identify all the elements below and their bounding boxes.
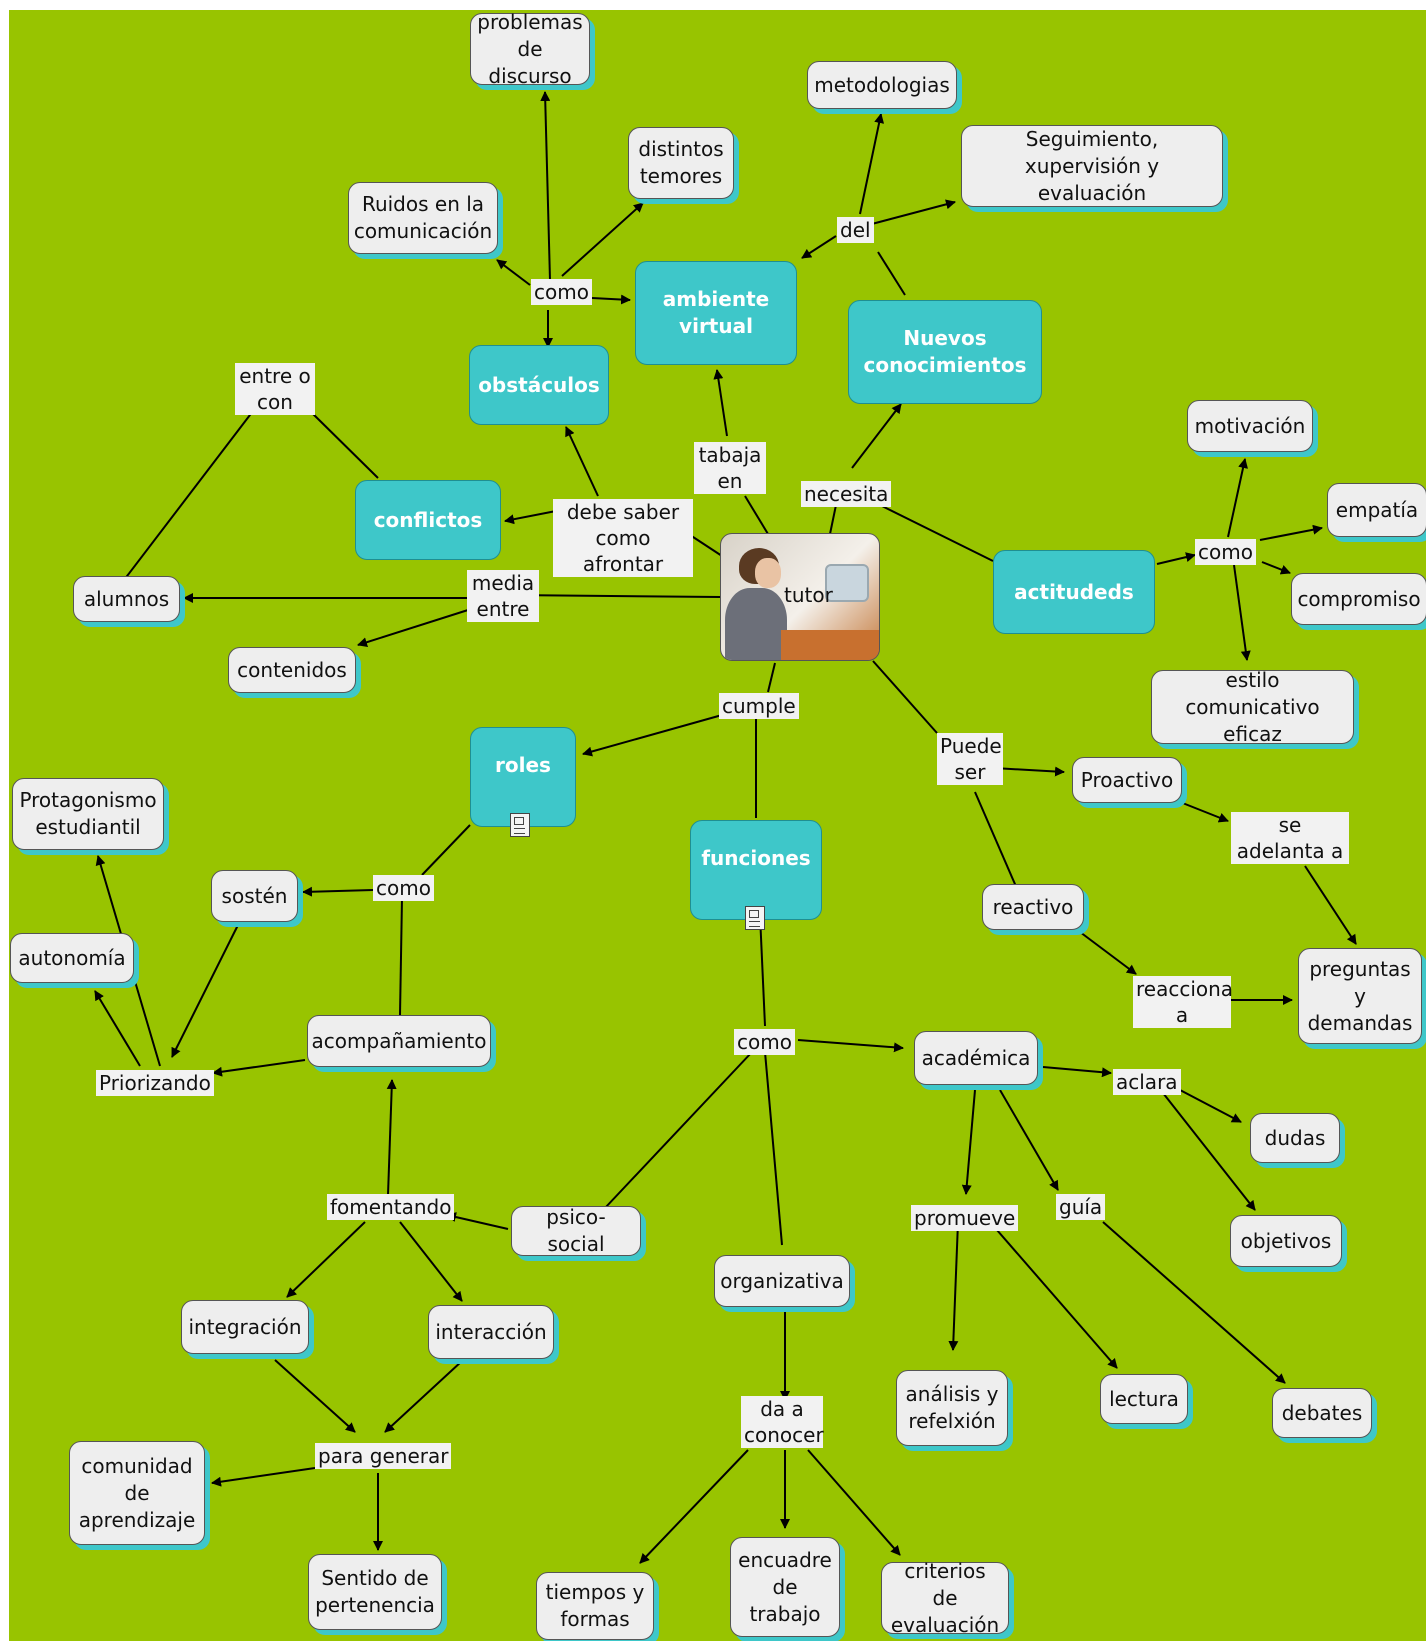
- link-debe-saber-como-afrontar: debe saber como afrontar: [553, 499, 693, 577]
- concept-roles[interactable]: roles: [470, 727, 576, 827]
- concept-funciones[interactable]: funciones: [690, 820, 822, 920]
- link-reacciona-a: reacciona a: [1133, 976, 1233, 1028]
- link-como-roles: como: [373, 875, 434, 901]
- concept-distintos-temores[interactable]: distintos temores: [628, 127, 734, 199]
- link-priorizando: Priorizando: [96, 1070, 214, 1096]
- tutor-label: tutor: [784, 583, 833, 607]
- link-media-entre: media entre: [467, 570, 539, 622]
- concept-interaccion[interactable]: interacción: [428, 1305, 554, 1359]
- concept-objetivos[interactable]: objetivos: [1230, 1215, 1342, 1267]
- concept-nuevos-conocimientos[interactable]: Nuevos conocimientos: [848, 300, 1042, 404]
- tutor-photo: [720, 533, 880, 661]
- concept-metodologias[interactable]: metodologias: [807, 61, 957, 109]
- link-como-top: como: [531, 279, 592, 305]
- concept-criterios-de-evaluacion[interactable]: criterios de evaluación: [881, 1559, 1009, 1637]
- concept-preguntas-y-demandas[interactable]: preguntas y demandas: [1298, 948, 1422, 1044]
- concept-reactivo[interactable]: reactivo: [982, 884, 1084, 930]
- concept-actitudeds[interactable]: actitudeds: [993, 550, 1155, 634]
- concept-lectura[interactable]: lectura: [1100, 1374, 1188, 1424]
- concept-tiempos-y-formas[interactable]: tiempos y formas: [536, 1572, 654, 1640]
- concept-protagonismo-estudiantil[interactable]: Protagonismo estudiantil: [12, 778, 164, 850]
- document-icon-roles[interactable]: [510, 813, 530, 837]
- link-aclara: aclara: [1113, 1069, 1181, 1095]
- concept-contenidos[interactable]: contenidos: [228, 647, 356, 693]
- document-icon-funciones[interactable]: [745, 906, 765, 930]
- concept-acompanamiento[interactable]: acompañamiento: [307, 1015, 491, 1067]
- concept-debates[interactable]: debates: [1272, 1388, 1372, 1438]
- concept-empatia[interactable]: empatía: [1327, 483, 1426, 537]
- link-como-funciones: como: [734, 1029, 795, 1055]
- concept-conflictos[interactable]: conflictos: [355, 480, 501, 560]
- link-necesita: necesita: [801, 481, 892, 507]
- link-fomentando: fomentando: [327, 1194, 455, 1220]
- link-guia: guía: [1056, 1194, 1106, 1220]
- link-tabaja-en: tabaja en: [694, 442, 766, 494]
- concept-academica[interactable]: académica: [914, 1031, 1038, 1085]
- concept-alumnos[interactable]: alumnos: [73, 576, 180, 622]
- concept-autonomia[interactable]: autonomía: [10, 933, 134, 983]
- concept-comunidad-de-aprendizaje[interactable]: comunidad de aprendizaje: [69, 1441, 205, 1545]
- link-da-a-conocer: da a conocer: [741, 1396, 824, 1448]
- concept-sentido-de-pertenencia[interactable]: Sentido de pertenencia: [308, 1554, 442, 1630]
- concept-analisis-y-refelxion[interactable]: análisis y refelxión: [896, 1370, 1008, 1446]
- link-cumple: cumple: [719, 693, 799, 719]
- concept-problemas-de-discurso[interactable]: problemas de discurso: [470, 10, 590, 88]
- concept-sosten[interactable]: sostén: [211, 870, 298, 922]
- concept-ruidos-en-la-comunicacion[interactable]: Ruidos en la comunicación: [348, 182, 498, 254]
- concept-integracion[interactable]: integración: [181, 1300, 309, 1354]
- concept-dudas[interactable]: dudas: [1250, 1113, 1340, 1163]
- concept-compromiso[interactable]: compromiso: [1291, 573, 1426, 625]
- concept-organizativa[interactable]: organizativa: [714, 1255, 850, 1307]
- link-promueve: promueve: [911, 1205, 1019, 1231]
- concept-proactivo[interactable]: Proactivo: [1072, 757, 1182, 803]
- concept-seguimiento[interactable]: Seguimiento, xupervisión y evaluación: [961, 125, 1223, 207]
- concept-encuadre-de-trabajo[interactable]: encuadre de trabajo: [730, 1537, 840, 1637]
- concept-estilo-comunicativo-eficaz[interactable]: estilo comunicativo eficaz: [1151, 668, 1354, 746]
- link-como-actitudes: como: [1195, 539, 1256, 565]
- concept-ambiente-virtual[interactable]: ambiente virtual: [635, 261, 797, 365]
- concept-psico-social[interactable]: psico-social: [511, 1205, 641, 1256]
- link-para-generar: para generar: [315, 1443, 452, 1469]
- link-puede-ser: Puede ser: [937, 733, 1003, 785]
- link-entre-o-con: entre o con: [235, 363, 315, 415]
- concept-motivacion[interactable]: motivación: [1187, 400, 1313, 452]
- link-del: del: [837, 217, 874, 243]
- concept-obstaculos[interactable]: obstáculos: [469, 345, 609, 425]
- link-se-adelanta-a: se adelanta a: [1231, 812, 1349, 864]
